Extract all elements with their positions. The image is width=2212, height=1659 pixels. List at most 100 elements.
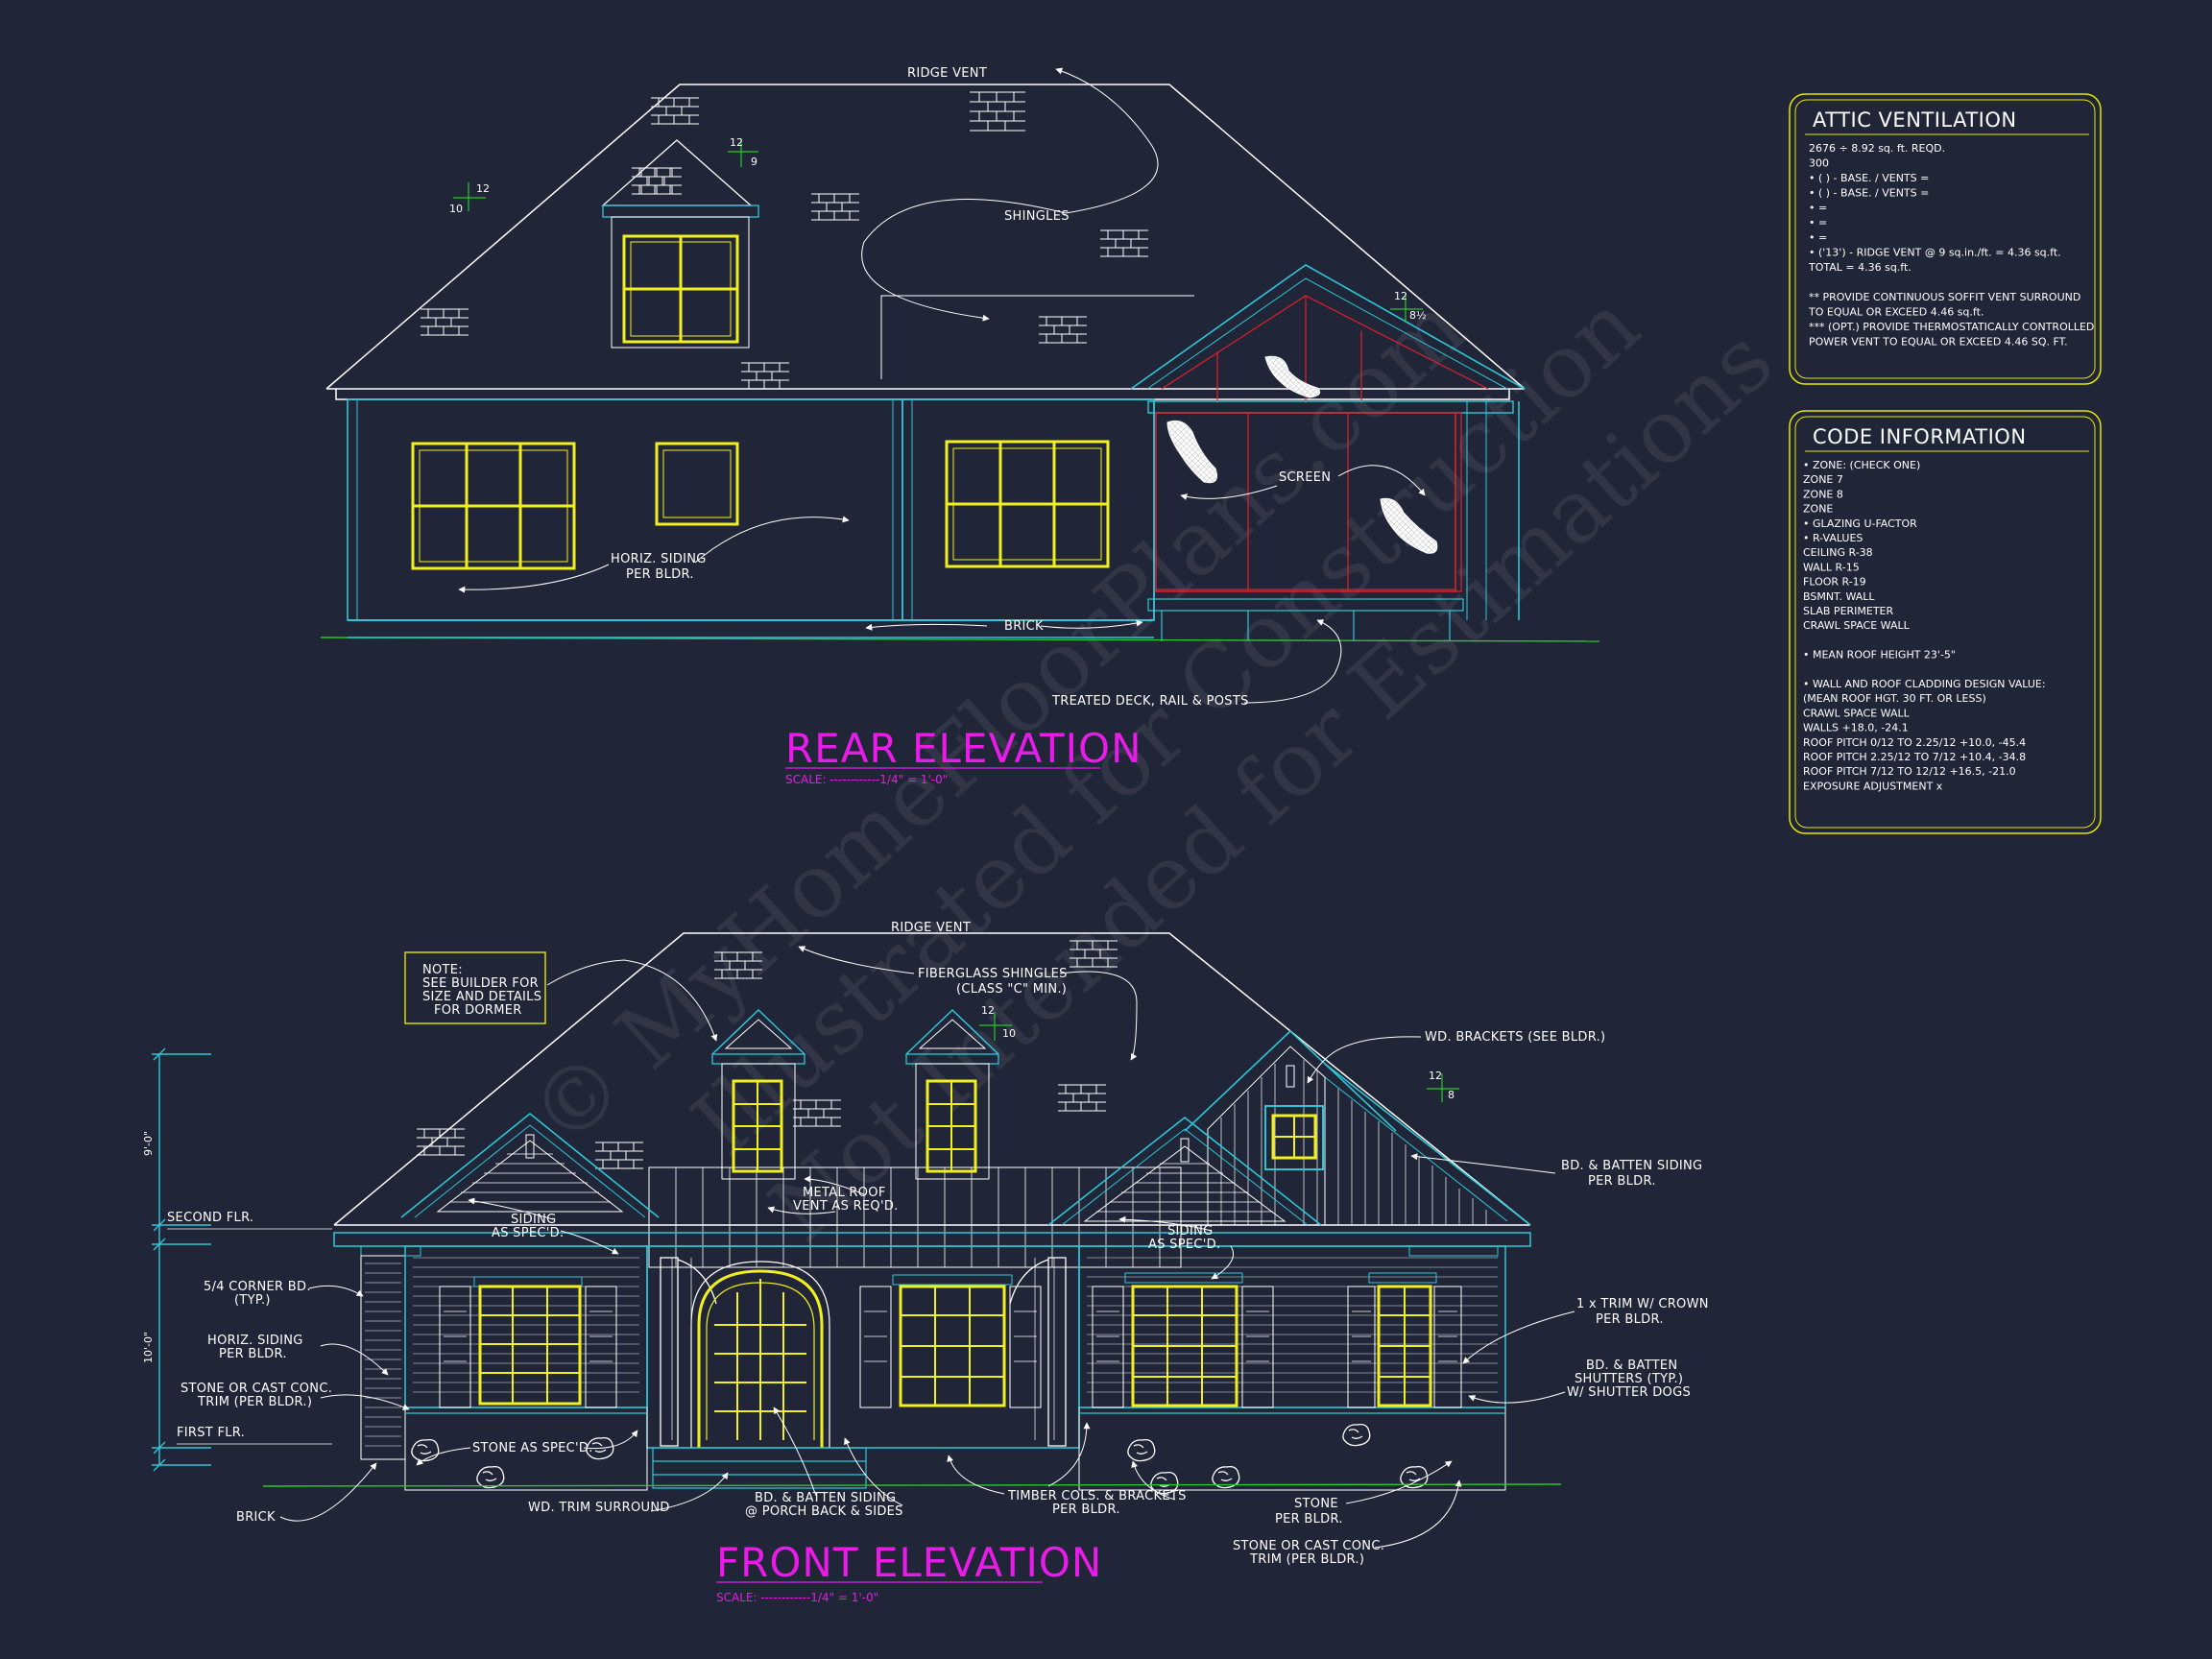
front-label-siding-left-2: AS SPEC'D. [492,1226,564,1240]
front-label-shutters-2: SHUTTERS (TYP.) [1575,1372,1683,1386]
panel-line: CRAWL SPACE WALL [1803,619,1911,632]
front-window-right-a [1092,1272,1274,1408]
panel-line: FLOOR R-19 [1803,576,1866,589]
rear-window-single [655,442,739,526]
front-dormer-left [711,1008,805,1180]
panel-line: SLAB PERIMETER [1803,605,1894,617]
panel-line: CRAWL SPACE WALL [1803,707,1911,719]
panel-line: TOTAL = 4.36 sq.ft. [1808,261,1911,274]
front-elevation: 9'-0" 10'-0" SECOND FLR. FIRST FLR. 12 1… [142,921,1709,1604]
front-elevation-title: FRONT ELEVATION [716,1539,1102,1586]
rear-label-screen: SCREEN [1279,470,1331,485]
rear-label-deck: TREATED DECK, RAIL & POSTS [1051,694,1249,709]
attic-panel-title: ATTIC VENTILATION [1813,108,2017,132]
svg-text:12: 12 [476,182,490,195]
front-label-stone-cast-1: STONE OR CAST CONC. [180,1382,332,1396]
rear-elevation: 12 10 12 9 12 8½ RIDGE VENT SHINGLES SCR… [320,66,1600,786]
front-label-metal-2: VENT AS REQ'D. [793,1199,899,1214]
front-label-porch-1: BD. & BATTEN SIDING [755,1491,896,1505]
front-label-first-flr: FIRST FLR. [177,1426,245,1440]
rear-screened-porch [1130,264,1526,641]
front-label-stone-cast-2: TRIM (PER BLDR.) [197,1395,312,1409]
front-timber-columns [660,1257,1067,1447]
panel-line: BSMNT. WALL [1803,590,1875,603]
panel-line: (MEAN ROOF HGT. 30 FT. OR LESS) [1803,692,1986,705]
front-label-fiberglass-2: (CLASS "C" MIN.) [956,982,1067,997]
front-gable-right [1047,1116,1322,1226]
front-label-trim-1: 1 x TRIM W/ CROWN [1576,1297,1709,1311]
front-label-batten-2: PER BLDR. [1588,1174,1656,1189]
front-label-timber-2: PER BLDR. [1052,1503,1120,1517]
front-label-stone-cast-r-1: STONE OR CAST CONC. [1233,1539,1384,1553]
front-window-right-b [1347,1272,1462,1408]
panel-line: • GLAZING U-FACTOR [1803,517,1917,530]
panel-line: POWER VENT TO EQUAL OR EXCEED 4.46 SQ. F… [1809,336,2068,349]
front-label-stone-cast-r-2: TRIM (PER BLDR.) [1249,1552,1364,1567]
front-window-center [859,1274,1042,1408]
front-vertical-dimension: 9'-0" 10'-0" SECOND FLR. FIRST FLR. [142,1047,332,1472]
front-label-corner-1: 5/4 CORNER BD. [204,1280,311,1294]
svg-text:NOTE:: NOTE: [422,963,463,977]
front-label-ridge-vent: RIDGE VENT [891,921,971,935]
front-label-shutters-3: W/ SHUTTER DOGS [1567,1385,1691,1400]
front-label-brackets: WD. BRACKETS (SEE BLDR.) [1425,1030,1605,1045]
front-gable-left [400,1112,660,1218]
rear-label-shingles: SHINGLES [1004,209,1070,224]
rear-leaders [458,67,1426,704]
code-panel-lines: • ZONE: (CHECK ONE) ZONE 7 ZONE 8 ZONE• … [1803,459,2046,792]
front-label-horiz-1: HORIZ. SIDING [207,1334,303,1348]
front-label-stone-1: STONE [1294,1497,1338,1511]
front-porch [646,1245,1080,1449]
panel-line: • MEAN ROOF HEIGHT 23'-5" [1803,649,1956,661]
panel-line: ZONE 7 [1803,473,1843,486]
rear-window-triple-right [945,440,1110,568]
panel-line: CEILING R-38 [1803,546,1873,559]
panel-line: 300 [1809,157,1829,170]
panel-line: ZONE 8 [1803,488,1843,500]
front-dormer-note: NOTE: SEE BUILDER FOR SIZE AND DETAILS F… [404,951,546,1024]
front-roof-outline [333,932,1531,1226]
svg-text:SIZE AND DETAILS: SIZE AND DETAILS [422,990,541,1004]
front-wall-left [404,1245,648,1408]
front-metal-roof [648,1166,1182,1268]
panel-line: *** (OPT.) PROVIDE THERMOSTATICALLY CONT… [1809,321,2094,333]
front-elevation-scale: SCALE: ------------1/4" = 1'-0" [716,1591,878,1604]
panel-line: • R-VALUES [1803,532,1863,544]
front-label-siding-right-1: SIDING [1167,1224,1214,1238]
front-wall-right [1078,1245,1506,1408]
panel-line: • ( ) - BASE. / VENTS = [1809,172,1929,184]
front-dormer-right [905,1008,999,1180]
svg-text:12: 12 [1394,290,1407,302]
panel-line: • = [1809,231,1827,244]
front-ground-line [262,1483,1562,1487]
front-window-left [439,1276,617,1408]
panel-line: EXPOSURE ADJUSTMENT x [1803,780,1943,792]
front-label-second-flr: SECOND FLR. [167,1211,253,1225]
front-label-timber-1: TIMBER COLS. & BRACKETS [1007,1489,1187,1503]
svg-text:12: 12 [730,136,743,149]
front-label-corner-2: (TYP.) [234,1293,271,1308]
attic-panel-lines: 2676 ÷ 8.92 sq. ft. REQD.300• ( ) - BASE… [1808,142,2094,349]
front-pitch-symbol-a: 12 10 [979,1004,1016,1041]
code-information-panel: CODE INFORMATION • ZONE: (CHECK ONE) ZON… [1789,410,2102,834]
rear-window-triple-left [411,442,576,570]
svg-text:8½: 8½ [1409,309,1427,322]
panel-line: WALL R-15 [1803,561,1860,573]
attic-ventilation-panel: ATTIC VENTILATION 2676 ÷ 8.92 sq. ft. RE… [1789,93,2102,385]
rear-label-brick: BRICK [1004,619,1044,634]
front-pitch-symbol-b: 12 8 [1427,1070,1459,1102]
front-label-fiberglass-1: FIBERGLASS SHINGLES [918,967,1068,981]
rear-pitch-symbol-b: 12 9 [728,136,758,168]
panel-line: • ('13') - RIDGE VENT @ 9 sq.in./ft. = 4… [1809,247,2061,259]
dim-lower: 10'-0" [142,1332,155,1363]
rear-pitch-symbol-c: 12 8½ [1390,290,1427,323]
front-label-shutters-1: BD. & BATTEN [1586,1358,1677,1373]
panel-line: ZONE [1803,503,1833,516]
front-label-stone-spec: STONE AS SPEC'D. [472,1441,593,1455]
panel-line: • ZONE: (CHECK ONE) [1803,459,1920,471]
panel-line: • ( ) - BASE. / VENTS = [1809,187,1929,200]
panel-line: ROOF PITCH 0/12 TO 2.25/12 +10.0, -45.4 [1803,736,2026,749]
panel-line: WALLS +18.0, -24.1 [1803,722,1909,734]
code-panel-title: CODE INFORMATION [1813,425,2027,448]
